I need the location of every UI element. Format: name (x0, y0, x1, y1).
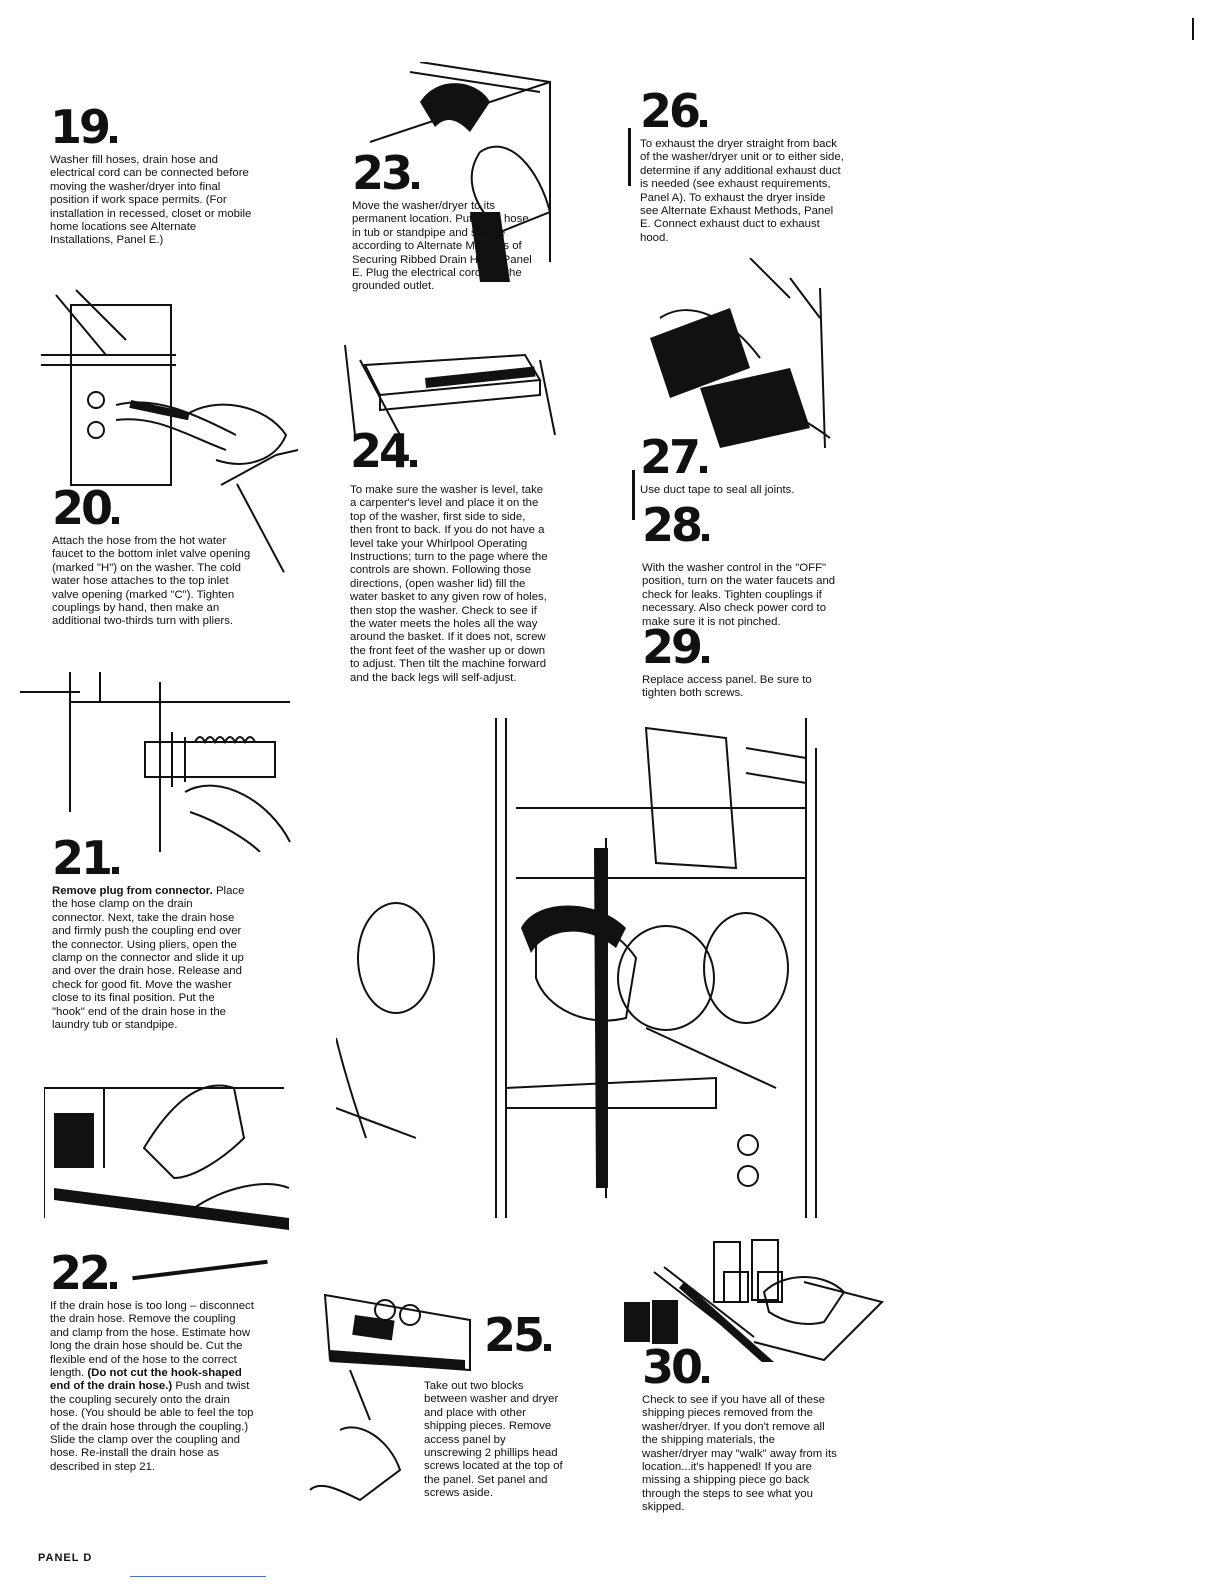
step-number: 22 (50, 1250, 255, 1296)
step-27: 27 Use duct tape to seal all joints. (640, 434, 845, 497)
step-29: 29 Replace access panel. Be sure to tigh… (642, 624, 842, 701)
margin-bar (628, 128, 631, 186)
step-number: 27 (640, 434, 845, 480)
illustration-washer-top (340, 340, 560, 440)
margin-bar (632, 470, 635, 520)
illustration-washer-dryer-interior (336, 718, 826, 1218)
step-body-text: Place the hose clamp on the drain connec… (52, 885, 245, 1032)
step-text: Washer fill hoses, drain hose and electr… (50, 154, 252, 247)
step-text: If the drain hose is too long – disconne… (50, 1300, 255, 1474)
illustration-drain-connector (20, 672, 300, 852)
step-30: 30 Check to see if you have all of these… (642, 1344, 842, 1515)
step-body-text-b: Push and twist the coupling securely ont… (50, 1380, 254, 1473)
illustration-duct-tape (640, 258, 840, 468)
step-28: 28 With the washer control in the "OFF" … (642, 502, 842, 629)
illustration-duct-move (350, 62, 560, 282)
step-25: Take out two blocks between washer and d… (424, 1376, 566, 1501)
step-23: 23 Move the washer/dryer to its permanen… (352, 150, 542, 294)
step-19: 19 Washer fill hoses, drain hose and ele… (50, 104, 255, 248)
panel-footer: PANEL D (38, 1552, 93, 1564)
step-number: 21 (52, 835, 247, 881)
step-21: 21 Remove plug from connector. Place the… (52, 835, 247, 1032)
footer-rule (130, 1576, 266, 1577)
step-bold-text: (Do not cut the hook-shaped end of the d… (50, 1367, 242, 1393)
illustration-drain-hose-clamp (44, 1068, 294, 1248)
step-number: 29 (642, 624, 842, 670)
step-20: 20 Attach the hose from the hot water fa… (52, 485, 252, 629)
corner-mark (1192, 18, 1194, 40)
step-bold-text: Remove plug from connector. (52, 885, 213, 897)
step-number: 30 (642, 1344, 842, 1390)
step-body-text: If the drain hose is too long – disconne… (50, 1300, 254, 1380)
step-text: Move the washer/dryer to its permanent l… (352, 200, 532, 293)
step-text: With the washer control in the "OFF" pos… (642, 562, 836, 628)
step-text: Remove plug from connector. Place the ho… (52, 885, 247, 1032)
step-text: Attach the hose from the hot water fauce… (52, 535, 251, 628)
illustration-access-panel (300, 1290, 490, 1510)
step-text: Replace access panel. Be sure to tighten… (642, 674, 812, 700)
step-24: 24 To make sure the washer is level, tak… (350, 428, 550, 685)
step-number: 24 (350, 428, 418, 474)
step-25-number: 25 (484, 1312, 552, 1358)
step-26: 26 To exhaust the dryer straight from ba… (640, 88, 845, 245)
step-number: 23 (352, 150, 542, 196)
step-text: Use duct tape to seal all joints. (640, 484, 795, 496)
step-number: 25 (484, 1312, 552, 1358)
illustration-hose-connection (36, 285, 306, 495)
step-number: 26 (640, 88, 845, 134)
step-number: 28 (642, 502, 710, 548)
step-number: 19 (50, 104, 255, 150)
step-text: Take out two blocks between washer and d… (424, 1380, 563, 1500)
step-22: 22 If the drain hose is too long – disco… (50, 1250, 255, 1474)
step-number: 20 (52, 485, 252, 531)
step-text: To make sure the washer is level, take a… (350, 484, 548, 684)
step-text: Check to see if you have all of these sh… (642, 1394, 837, 1514)
illustration-shipping-pieces (624, 1232, 884, 1362)
step-text: To exhaust the dryer straight from back … (640, 138, 844, 244)
